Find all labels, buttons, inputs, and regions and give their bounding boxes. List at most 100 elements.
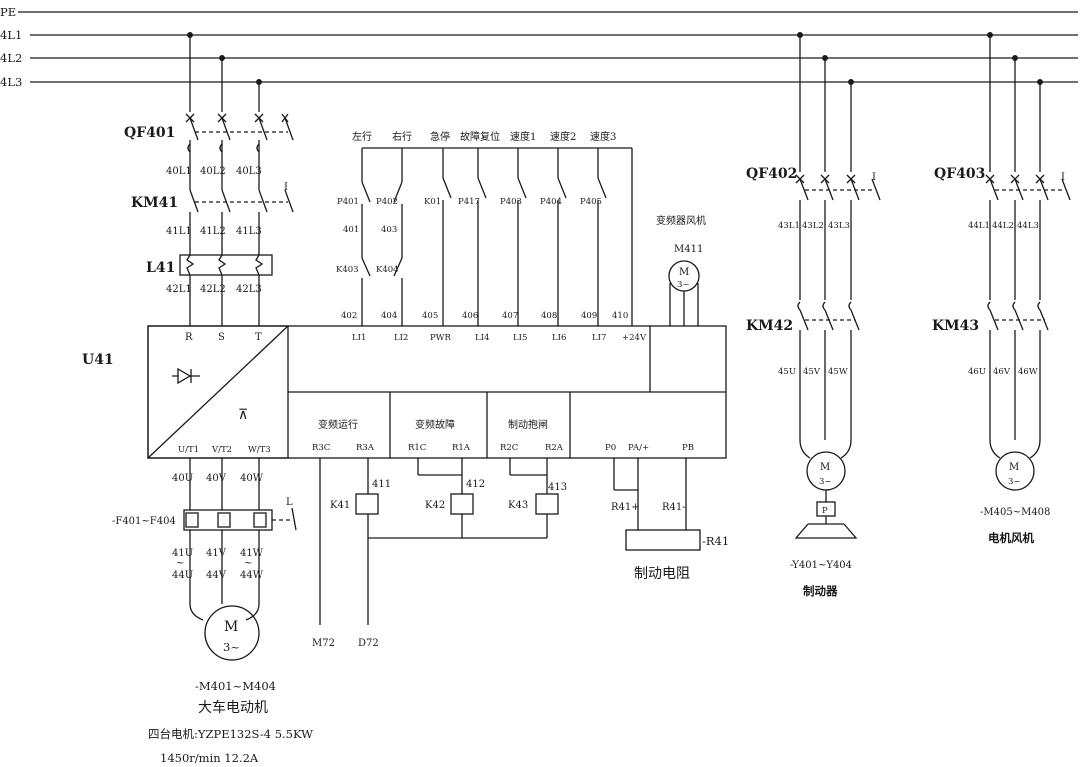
fan-motor-symbol: M bbox=[679, 267, 689, 278]
wire-405: 405 bbox=[422, 311, 438, 321]
power-buses: PE 4L1 4L2 4L3 bbox=[0, 5, 1078, 89]
main-power-branch: QF401 40L1 40L2 40L3 KM41 bbox=[124, 35, 294, 326]
fan-id: M411 bbox=[674, 244, 703, 255]
wire-402: 402 bbox=[341, 311, 357, 321]
inv-terminal-li2: LI2 bbox=[394, 333, 408, 343]
wire-413: 413 bbox=[548, 482, 567, 493]
fan-branch: QF403 I 44L1 44L2 44L3 KM43 46U 46V 46W … bbox=[932, 35, 1071, 545]
inv-terminal-li5: LI5 bbox=[513, 333, 527, 343]
cmd-speed1: 速度1 bbox=[510, 130, 536, 143]
brake-r41-id: -R41 bbox=[702, 534, 729, 548]
main-motor-id: -M401~M404 bbox=[195, 679, 276, 693]
wire-403: 403 bbox=[381, 225, 397, 235]
relay-r2c: R2C bbox=[500, 443, 518, 453]
relay-k42: K42 bbox=[425, 500, 445, 511]
branch2-motor-symbol: M bbox=[820, 462, 830, 473]
wire-45v: 45V bbox=[803, 367, 821, 377]
l41-reactor: L41 bbox=[146, 254, 273, 326]
wire-41l1: 41L1 bbox=[166, 226, 192, 237]
inverter-label: U41 bbox=[82, 352, 114, 368]
contact-p417: P417 bbox=[458, 197, 480, 207]
inv-terminal-ut1: U/T1 bbox=[178, 445, 199, 455]
brake-r41-plus: R41+ bbox=[611, 502, 640, 513]
main-motor-phase: 3~ bbox=[223, 640, 240, 654]
branch2-id: -Y401~Y404 bbox=[790, 560, 852, 571]
wire-40l2: 40L2 bbox=[200, 166, 226, 177]
overload-aux-mark: L bbox=[286, 497, 293, 508]
wire-411: 411 bbox=[372, 479, 391, 490]
cmd-reset: 故障复位 bbox=[460, 130, 500, 143]
bus-label-pe: PE bbox=[0, 5, 16, 19]
relay-r2a: R2A bbox=[545, 443, 564, 453]
inv-terminal-s: S bbox=[218, 332, 225, 343]
relay-r3a: R3A bbox=[356, 443, 375, 453]
wire-408: 408 bbox=[541, 311, 557, 321]
wire-41v: 41V bbox=[206, 548, 227, 559]
wire-46u: 46U bbox=[968, 367, 986, 377]
relay-r1c: R1C bbox=[408, 443, 426, 453]
inv-terminal-pa: PA/+ bbox=[628, 443, 649, 453]
contact-p404: P404 bbox=[540, 197, 562, 207]
wire-43l2: 43L2 bbox=[802, 221, 824, 231]
wire-40u: 40U bbox=[172, 473, 193, 484]
wire-42l3: 42L3 bbox=[236, 284, 262, 295]
qf402-aux-mark: I bbox=[872, 172, 876, 183]
wire-40l1: 40L1 bbox=[166, 166, 192, 177]
inv-terminal-pb: PB bbox=[682, 443, 694, 453]
inv-terminal-p0: P0 bbox=[605, 443, 616, 453]
cmd-right: 右行 bbox=[392, 130, 412, 143]
inverter-u41: U41 ⊼ R S T U/T1 V/T2 W/T3 LI1 LI2 PWR L… bbox=[82, 325, 727, 459]
qf403-aux-mark: I bbox=[1061, 172, 1065, 183]
relay-title-fault: 变频故障 bbox=[415, 418, 455, 431]
inv-terminal-vt2: V/T2 bbox=[211, 445, 232, 455]
main-motor-spec2: 1450r/min 12.2A bbox=[160, 751, 259, 765]
tilde-u: ~ bbox=[176, 558, 184, 569]
control-inputs: 左行 右行 急停 故障复位 速度1 速度2 速度3 P401 401 K403 … bbox=[336, 130, 633, 326]
inv-terminal-24v: +24V bbox=[622, 333, 647, 343]
cmd-speed2: 速度2 bbox=[550, 130, 576, 143]
branch3-motor-phase: 3~ bbox=[1008, 477, 1021, 487]
brake-resistor: R41+ R41- -R41 制动电阻 bbox=[611, 458, 729, 582]
brake-branch: QF402 I 43L1 43L2 43L3 KM42 45U 45V 45W … bbox=[746, 35, 881, 598]
wire-401: 401 bbox=[343, 225, 359, 235]
branch3-motor-symbol: M bbox=[1009, 462, 1019, 473]
contact-k01: K01 bbox=[424, 197, 441, 207]
qf402-label: QF402 bbox=[746, 166, 797, 182]
svg-text:⊼: ⊼ bbox=[238, 407, 248, 423]
branch2-motor-phase: 3~ bbox=[819, 477, 832, 487]
wire-407: 407 bbox=[502, 311, 518, 321]
wire-40v: 40V bbox=[206, 473, 227, 484]
fan-motor-phase: 3~ bbox=[677, 280, 690, 290]
wire-409: 409 bbox=[581, 311, 597, 321]
tilde-w: ~ bbox=[244, 558, 252, 569]
overload-label: -F401~F404 bbox=[112, 516, 176, 527]
bus-label-4l1: 4L1 bbox=[0, 28, 22, 42]
wire-40w: 40W bbox=[240, 473, 264, 484]
bus-label-4l3: 4L3 bbox=[0, 75, 22, 89]
wire-412: 412 bbox=[466, 479, 485, 490]
contact-k404: K404 bbox=[376, 265, 399, 275]
km41-aux-mark: I bbox=[284, 182, 288, 193]
wire-42l2: 42L2 bbox=[200, 284, 226, 295]
wire-44u: 44U bbox=[172, 570, 193, 581]
inv-terminal-li7: LI7 bbox=[592, 333, 606, 343]
main-motor-name: 大车电动机 bbox=[198, 699, 268, 716]
bus-label-4l2: 4L2 bbox=[0, 51, 22, 65]
wire-45u: 45U bbox=[778, 367, 796, 377]
km41-label: KM41 bbox=[131, 195, 178, 211]
qf401-label: QF401 bbox=[124, 125, 175, 141]
wire-44l1: 44L1 bbox=[968, 221, 990, 231]
inverter-fan-m411: 变频器风机 M411 M 3~ bbox=[656, 214, 706, 326]
brake-r41-minus: R41- bbox=[662, 502, 686, 513]
wire-41l3: 41L3 bbox=[236, 226, 262, 237]
wire-44w: 44W bbox=[240, 570, 264, 581]
inv-terminal-r: R bbox=[185, 332, 193, 343]
wire-44v: 44V bbox=[206, 570, 227, 581]
wire-41u: 41U bbox=[172, 548, 193, 559]
wire-404: 404 bbox=[381, 311, 397, 321]
wire-42l1: 42L1 bbox=[166, 284, 192, 295]
qf403-label: QF403 bbox=[934, 166, 985, 182]
output-m72: M72 bbox=[312, 638, 335, 649]
cmd-left: 左行 bbox=[352, 130, 372, 143]
branch2-name: 制动器 bbox=[803, 584, 838, 598]
